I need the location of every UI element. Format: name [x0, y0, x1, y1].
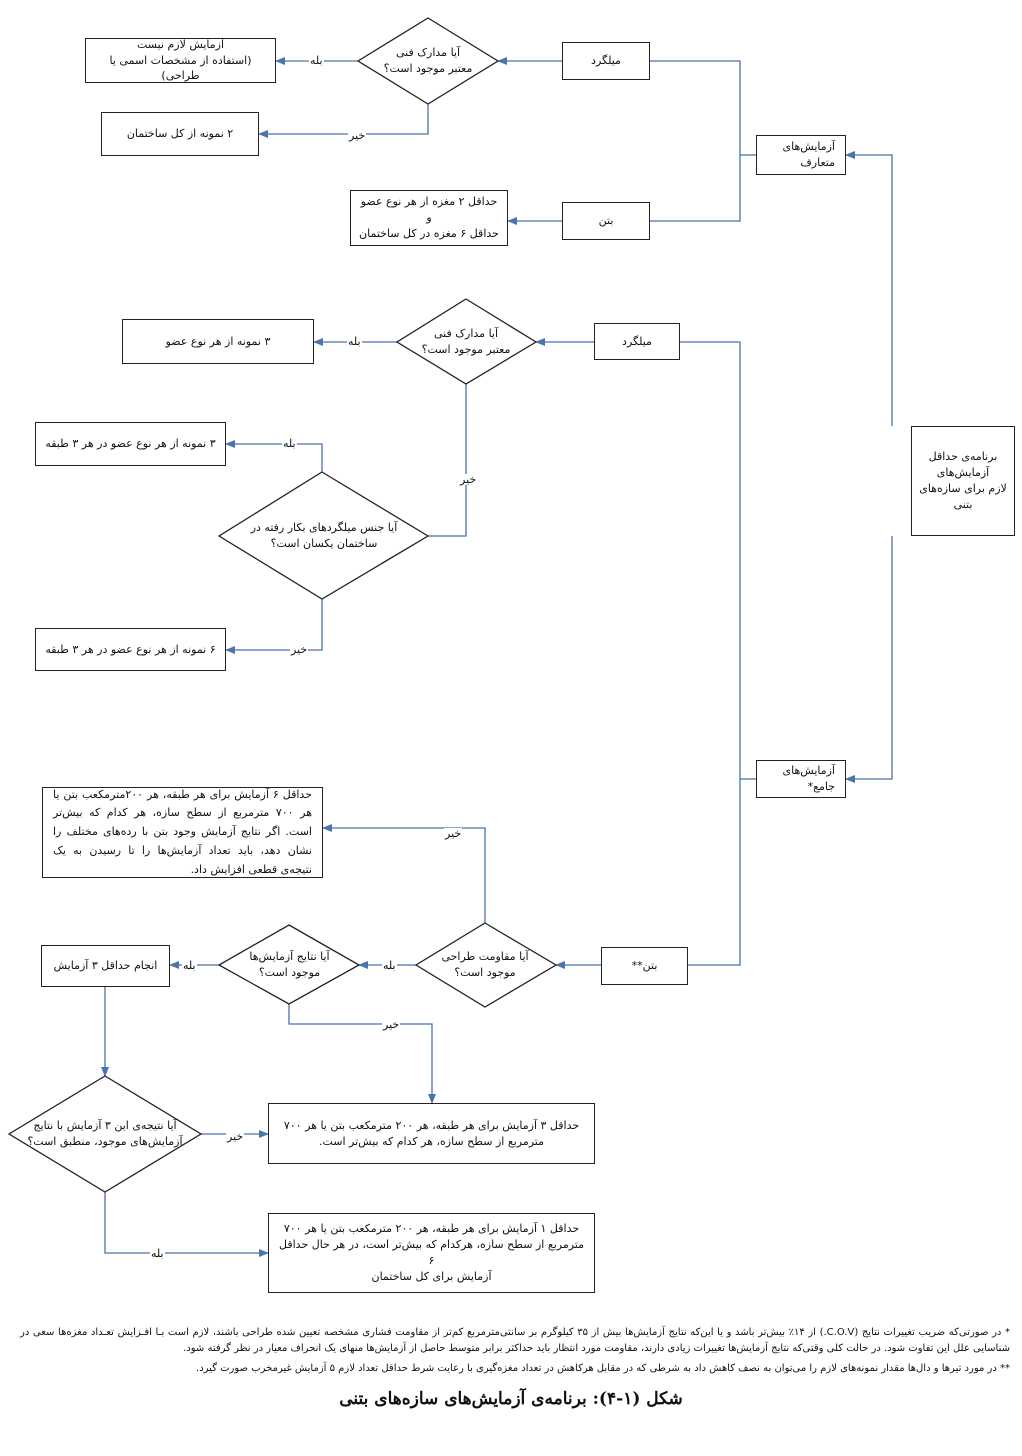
comprehensive-rebar-yes-result: ۳ نمونه از هر نوع عضو [122, 319, 314, 364]
results-match-question: آیا نتیجه‌ی این ۳ آزمایش با نتایج آزمایش… [27, 1119, 183, 1148]
standard-rebar-yes-result: آزمایش لازم نیست (استفاده از مشخصات اسمی… [85, 38, 276, 83]
root-box: برنامه‌ی حداقل آزمایش‌های لازم برای سازه… [911, 426, 1015, 536]
label-no-results-match: خیر [226, 1130, 245, 1143]
test-results-no-result: حداقل ۳ آزمایش برای هر طبقه، هر ۲۰۰ مترم… [268, 1103, 595, 1164]
standard-concrete-result: حداقل ۲ مغزه از هر نوع عضو و حداقل ۶ مغز… [350, 190, 508, 246]
decision-test-results [217, 924, 361, 1005]
comprehensive-rebar-box: میلگرد [594, 323, 680, 360]
rebar-uniform-no-result: ۶ نمونه از هر نوع عضو در هر ۳ طبقه [35, 628, 226, 671]
footnote-1: * در صورتی‌که ضریب تغییرات نتایج (C.O.V.… [20, 1327, 1010, 1354]
label-yes-standard-rebar: بله [309, 54, 324, 67]
label-no-comprehensive-rebar: خیر [459, 473, 478, 486]
decision-standard-rebar-docs [356, 17, 500, 105]
decision-comprehensive-rebar-docs [395, 298, 538, 385]
footnote-2: ** در مورد تیرها و دال‌ها مقدار نمونه‌ها… [196, 1363, 1010, 1374]
design-strength-question: آیا مقاومت طراحی موجود است؟ [441, 950, 529, 979]
label-no-test-results: خیر [382, 1018, 401, 1031]
test-results-yes-result: انجام حداقل ۳ آزمایش [41, 945, 170, 987]
label-yes-results-match: بله [150, 1247, 165, 1260]
decision-rebar-uniform [217, 471, 430, 600]
standard-rebar-box: میلگرد [562, 42, 650, 80]
standard-tests-box: آزمایش‌های متعارف [756, 135, 846, 175]
label-yes-rebar-uniform: بله [282, 437, 297, 450]
figure-caption: شکل (۱-۴): برنامه‌ی آزمایش‌های سازه‌های … [339, 1389, 683, 1409]
standard-concrete-box: بتن [562, 202, 650, 240]
label-yes-comprehensive-rebar: بله [347, 335, 362, 348]
label-no-design-strength: خیر [444, 827, 463, 840]
label-yes-test-results: بله [182, 959, 197, 972]
rebar-uniform-yes-result: ۳ نمونه از هر نوع عضو در هر ۳ طبقه [35, 422, 226, 466]
results-match-yes-result: حداقل ۱ آزمایش برای هر طبقه، هر ۲۰۰ مترم… [268, 1213, 595, 1293]
label-yes-design-strength: بله [382, 959, 397, 972]
comprehensive-concrete-box: بتن** [601, 947, 688, 985]
decision-results-match [7, 1075, 203, 1193]
comprehensive-tests-box: آزمایش‌های جامع* [756, 760, 846, 798]
decision-design-strength [414, 922, 558, 1008]
test-results-question: آیا نتایج آزمایش‌ها موجود است؟ [249, 950, 330, 979]
label-no-rebar-uniform: خیر [290, 643, 309, 656]
comprehensive-rebar-question: آیا مدارک فنی معتبر موجود است؟ [421, 327, 511, 356]
design-strength-no-result: حداقل ۶ آزمایش برای هر طبقه، هر ۲۰۰مترمک… [42, 787, 323, 878]
rebar-uniform-question: آیا جنس میلگردهای بکار رفته در ساختمان ی… [250, 521, 398, 550]
label-no-standard-rebar: خیر [348, 129, 367, 142]
standard-rebar-question: آیا مدارک فنی معتبر موجود است؟ [383, 46, 473, 75]
standard-rebar-no-result: ۲ نمونه از کل ساختمان [101, 112, 259, 156]
